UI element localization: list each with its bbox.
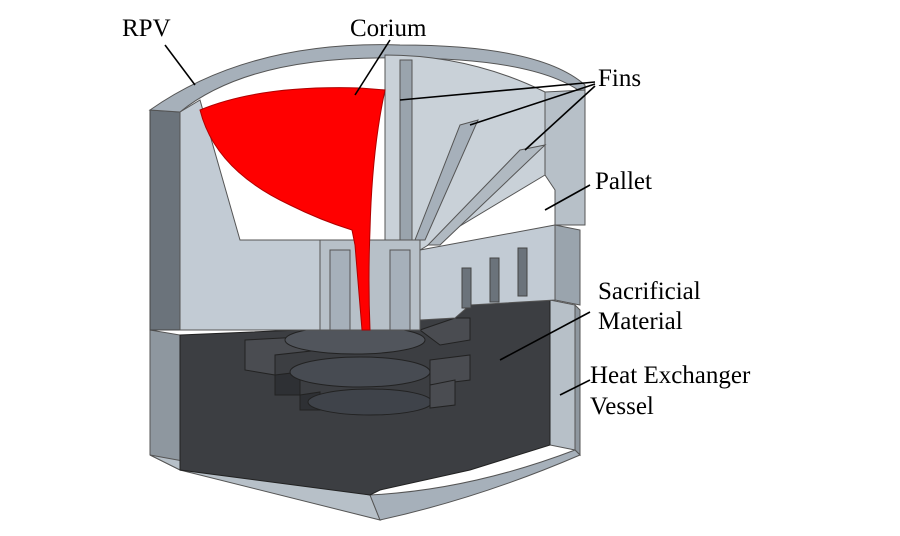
pallet (419, 224, 581, 321)
corium-leader (354, 39, 391, 96)
fins-leader-2 (469, 83, 596, 126)
fins-leader-1 (399, 81, 596, 101)
leader-lines (164, 39, 596, 396)
rpv-leader (164, 44, 196, 86)
corium (199, 87, 386, 331)
fins-leader-3 (524, 85, 596, 151)
label-corium: Corium (350, 15, 427, 42)
sacrificial-leader (499, 311, 591, 361)
label-sacrificial-line2: Material (598, 308, 683, 335)
label-hx-line2: Vessel (590, 393, 654, 420)
label-fins: Fins (598, 65, 641, 92)
labels: RPV Corium Fins Pallet Sacrificial Mater… (122, 15, 751, 420)
pallet-leader (544, 184, 591, 211)
label-pallet: Pallet (595, 168, 652, 195)
label-hx-line1: Heat Exchanger (590, 362, 751, 389)
label-sacrificial-line1: Sacrificial (598, 278, 701, 305)
rpv (148, 44, 586, 331)
heat-exchanger-leader (559, 379, 591, 396)
label-rpv: RPV (122, 15, 171, 42)
